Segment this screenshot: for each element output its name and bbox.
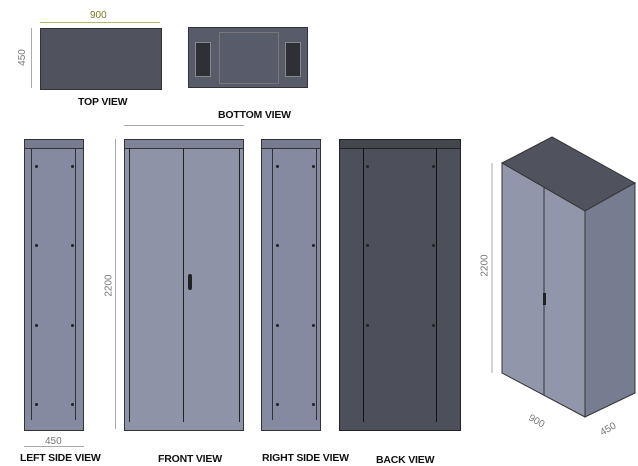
top-view-width-dim: 900 bbox=[90, 10, 107, 21]
isometric-drawing bbox=[491, 136, 637, 418]
front-view-drawing bbox=[124, 139, 244, 431]
left-side-drawing bbox=[24, 139, 84, 431]
left-side-view-label: LEFT SIDE VIEW bbox=[20, 452, 101, 464]
top-view-depth-dim: 450 bbox=[16, 49, 28, 66]
left-side-depth-dim: 450 bbox=[45, 436, 62, 447]
iso-height-dim: 2200 bbox=[479, 254, 491, 277]
back-view-label: BACK VIEW bbox=[376, 454, 435, 466]
top-view-width-line bbox=[40, 22, 160, 23]
front-view-height-line bbox=[115, 139, 116, 429]
door-handle bbox=[188, 274, 192, 290]
left-side-depth-line bbox=[24, 446, 84, 447]
bottom-view-label: BOTTOM VIEW bbox=[218, 109, 291, 121]
top-view-label: TOP VIEW bbox=[78, 96, 128, 108]
bottom-view-drawing bbox=[188, 27, 308, 88]
front-view-label: FRONT VIEW bbox=[158, 453, 222, 465]
right-side-view-label: RIGHT SIDE VIEW bbox=[262, 452, 349, 464]
front-view-width-line bbox=[124, 125, 244, 126]
top-view-depth-line bbox=[31, 28, 32, 88]
back-view-drawing bbox=[339, 139, 461, 431]
right-side-drawing bbox=[261, 139, 321, 431]
front-view-height-dim: 2200 bbox=[103, 274, 115, 297]
top-view-drawing bbox=[40, 28, 162, 90]
